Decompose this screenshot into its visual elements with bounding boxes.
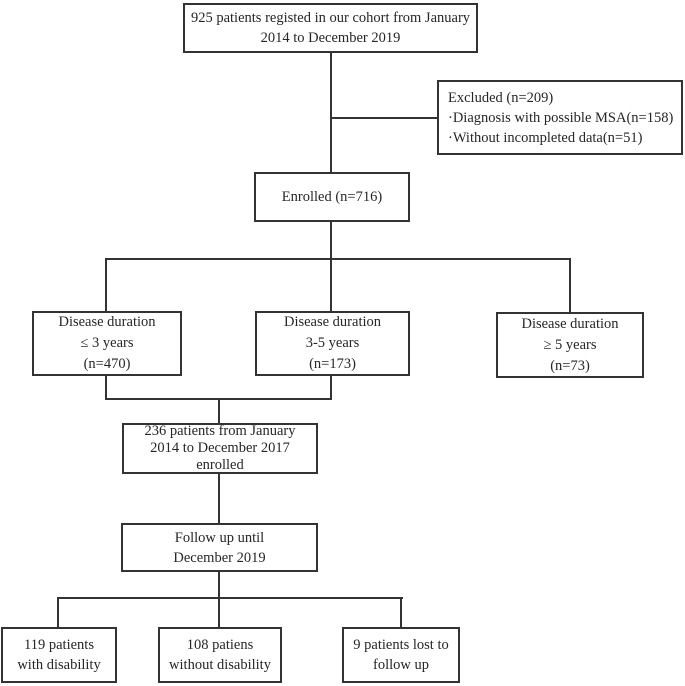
connector-enrolled-to-split xyxy=(330,222,332,311)
node-enrolled: Enrolled (n=716) xyxy=(254,172,410,222)
node-enrolled-2014-2017-line2: 2014 to December 2017 xyxy=(150,440,290,456)
node-duration-3to5-line2: 3-5 years xyxy=(305,335,360,351)
connector-split-to-ge5 xyxy=(569,258,571,312)
node-duration-3to5-line1: Disease duration xyxy=(283,314,382,330)
node-excluded-line2: ·Diagnosis with possible MSA(n=158) xyxy=(448,109,674,126)
node-without-disability: 108 patiens without disability xyxy=(158,627,282,683)
connector-branch-to-excluded xyxy=(330,117,437,119)
node-lost-followup-line2: follow up xyxy=(373,657,429,673)
connector-3to5-to-merge xyxy=(330,376,332,400)
node-duration-3to5-line3: (n=173) xyxy=(309,356,356,372)
node-duration-ge5: Disease duration ≥ 5 years (n=73) xyxy=(496,312,644,378)
node-duration-le3-line3: (n=470) xyxy=(83,356,131,372)
node-duration-ge5-line3: (n=73) xyxy=(550,357,590,374)
node-cohort-line1: 925 patients registed in our cohort from… xyxy=(190,10,471,26)
node-with-disability: 119 patients with disability xyxy=(1,627,117,683)
node-excluded-line1: Excluded (n=209) xyxy=(448,89,554,106)
connector-cohort-to-enrolled xyxy=(330,53,332,172)
node-excluded-line3: ·Without incompleted data(n=51) xyxy=(448,129,643,146)
connector-to-lost-followup xyxy=(400,597,402,627)
node-enrolled-2014-2017: 236 patients from January 2014 to Decemb… xyxy=(122,423,318,474)
node-with-disability-line2: with disability xyxy=(17,657,101,673)
node-duration-ge5-line1: Disease duration xyxy=(521,315,619,332)
connector-merge-to-236 xyxy=(218,398,220,423)
connector-followup-to-outcomes xyxy=(218,572,220,627)
node-followup-line2: December 2019 xyxy=(173,549,266,566)
node-duration-le3-line2: ≤ 3 years xyxy=(80,335,134,351)
connector-outcomes-horizontal xyxy=(57,597,403,599)
connector-split-horizontal xyxy=(105,258,571,260)
node-duration-3to5: Disease duration 3-5 years (n=173) xyxy=(255,311,410,376)
connector-le3-to-merge xyxy=(105,376,107,400)
connector-split-to-le3 xyxy=(105,258,107,311)
node-followup-line1: Follow up until xyxy=(174,529,265,546)
connector-to-with-disability xyxy=(57,597,59,627)
node-with-disability-line1: 119 patients xyxy=(24,637,94,653)
node-enrolled-line1: Enrolled (n=716) xyxy=(281,189,383,205)
node-excluded: Excluded (n=209) ·Diagnosis with possibl… xyxy=(437,80,683,155)
node-enrolled-2014-2017-line3: enrolled xyxy=(196,457,244,473)
node-enrolled-2014-2017-line1: 236 patients from January xyxy=(144,423,296,439)
node-without-disability-line1: 108 patiens xyxy=(186,637,254,653)
connector-236-to-followup xyxy=(218,474,220,523)
node-without-disability-line2: without disability xyxy=(169,657,271,673)
node-cohort: 925 patients registed in our cohort from… xyxy=(183,3,478,53)
node-duration-ge5-line2: ≥ 5 years xyxy=(543,336,597,353)
node-duration-le3-line1: Disease duration xyxy=(58,314,156,330)
node-cohort-line2: 2014 to December 2019 xyxy=(260,30,401,46)
node-duration-le3: Disease duration ≤ 3 years (n=470) xyxy=(32,311,182,376)
node-followup: Follow up until December 2019 xyxy=(121,523,318,572)
node-lost-followup: 9 patients lost to follow up xyxy=(342,627,460,683)
node-lost-followup-line1: 9 patients lost to xyxy=(353,637,449,653)
